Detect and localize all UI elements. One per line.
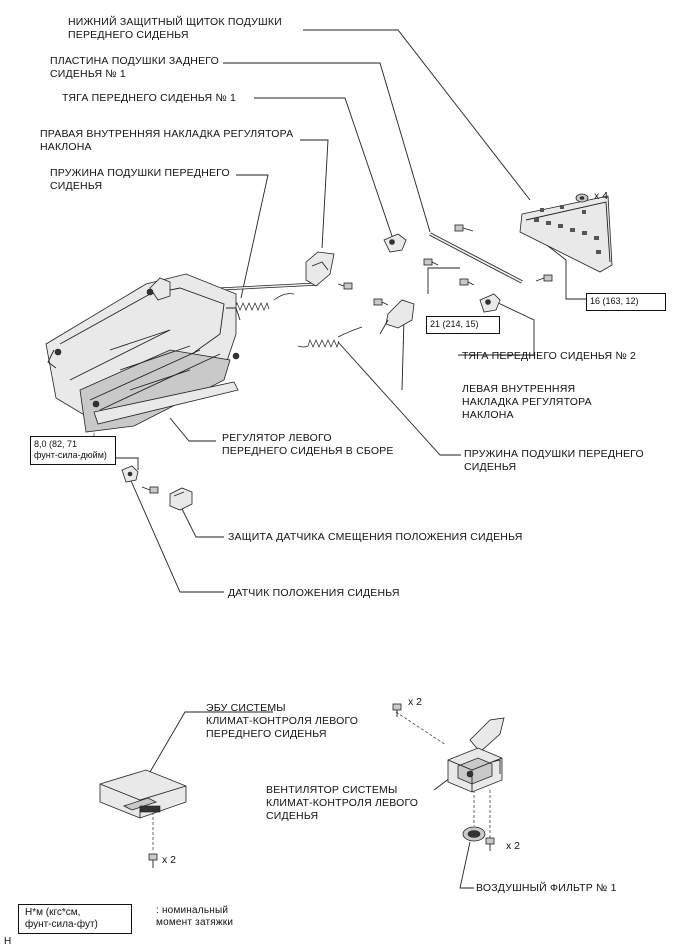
qty-shield-nuts: x 4 <box>594 190 609 202</box>
label-cushion-spring-top: ПРУЖИНА ПОДУШКИ ПЕРЕДНЕГО СИДЕНЬЯ <box>50 167 230 192</box>
cushion-spring-bottom-icon <box>297 326 363 348</box>
label-sensor-protector: ЗАЩИТА ДАТЧИКА СМЕЩЕНИЯ ПОЛОЖЕНИЯ СИДЕНЬ… <box>228 531 523 543</box>
shield-nut-icon <box>575 193 589 203</box>
footer-mark: H <box>4 936 12 947</box>
label-air-filter: ВОЗДУШНЫЙ ФИЛЬТР № 1 <box>476 882 617 894</box>
fan-bolt-icon <box>392 703 495 851</box>
label-cushion-lower-shield: НИЖНИЙ ЗАЩИТНЫЙ ЩИТОК ПОДУШКИ ПЕРЕДНЕГО … <box>68 16 282 41</box>
qty-fan-top-bolts: x 2 <box>408 696 423 708</box>
sensor-protector-icon <box>169 487 193 511</box>
label-front-seat-rod-1: ТЯГА ПЕРЕДНЕГО СИДЕНЬЯ № 1 <box>62 92 237 104</box>
right-recliner-cover-icon <box>305 251 335 287</box>
torque-box-21: 21 (214, 15) <box>426 316 500 334</box>
torque-box-16: 16 (163, 12) <box>586 293 666 311</box>
label-climate-ecu: ЭБУ СИСТЕМЫ КЛИМАТ-КОНТРОЛЯ ЛЕВОГО ПЕРЕД… <box>206 702 359 740</box>
label-cushion-spring-bottom: ПРУЖИНА ПОДУШКИ ПЕРЕДНЕГО СИДЕНЬЯ <box>464 448 644 473</box>
qty-ecu-bolts: x 2 <box>162 854 177 866</box>
left-recliner-cover-icon <box>379 299 415 335</box>
seat-position-sensor-icon <box>121 465 139 483</box>
label-climate-fan: ВЕНТИЛЯТОР СИСТЕМЫ КЛИМАТ-КОНТРОЛЯ ЛЕВОГ… <box>266 784 419 822</box>
qty-fan-bottom-bolts: x 2 <box>506 840 521 852</box>
rear-cushion-plate-icon <box>429 232 523 284</box>
front-seat-rod-1-icon <box>383 233 407 253</box>
legend-description: : номинальный момент затяжки <box>156 905 234 928</box>
fan-icon <box>447 717 505 793</box>
front-seat-rod-2-icon <box>479 293 501 313</box>
cushion-lower-shield-icon <box>519 195 613 273</box>
label-right-recliner-cover: ПРАВАЯ ВНУТРЕННЯЯ НАКЛАДКА РЕГУЛЯТОРА НА… <box>40 128 294 153</box>
label-front-seat-rod-2: ТЯГА ПЕРЕДНЕГО СИДЕНЬЯ № 2 <box>462 350 637 362</box>
ecu-bolt-icon <box>148 853 158 868</box>
label-left-seat-adjuster: РЕГУЛЯТОР ЛЕВОГО ПЕРЕДНЕГО СИДЕНЬЯ В СБО… <box>222 432 394 457</box>
filter-icon <box>462 826 486 842</box>
ecu-icon <box>99 769 187 819</box>
seat-frame-icon <box>45 273 241 433</box>
label-position-sensor: ДАТЧИК ПОЛОЖЕНИЯ СИДЕНЬЯ <box>228 587 400 599</box>
label-rear-cushion-plate: ПЛАСТИНА ПОДУШКИ ЗАДНЕГО СИДЕНЬЯ № 1 <box>50 55 219 80</box>
legend-units-box: Н*м (кгс*см, фунт-сила-фут) <box>18 904 132 934</box>
bolt-icon <box>141 224 553 494</box>
leader-lines <box>115 29 604 889</box>
torque-box-8: 8,0 (82, 71 фунт-сила-дюйм) <box>30 436 116 465</box>
label-left-recliner-cover: ЛЕВАЯ ВНУТРЕННЯЯ НАКЛАДКА РЕГУЛЯТОРА НАК… <box>462 383 592 421</box>
